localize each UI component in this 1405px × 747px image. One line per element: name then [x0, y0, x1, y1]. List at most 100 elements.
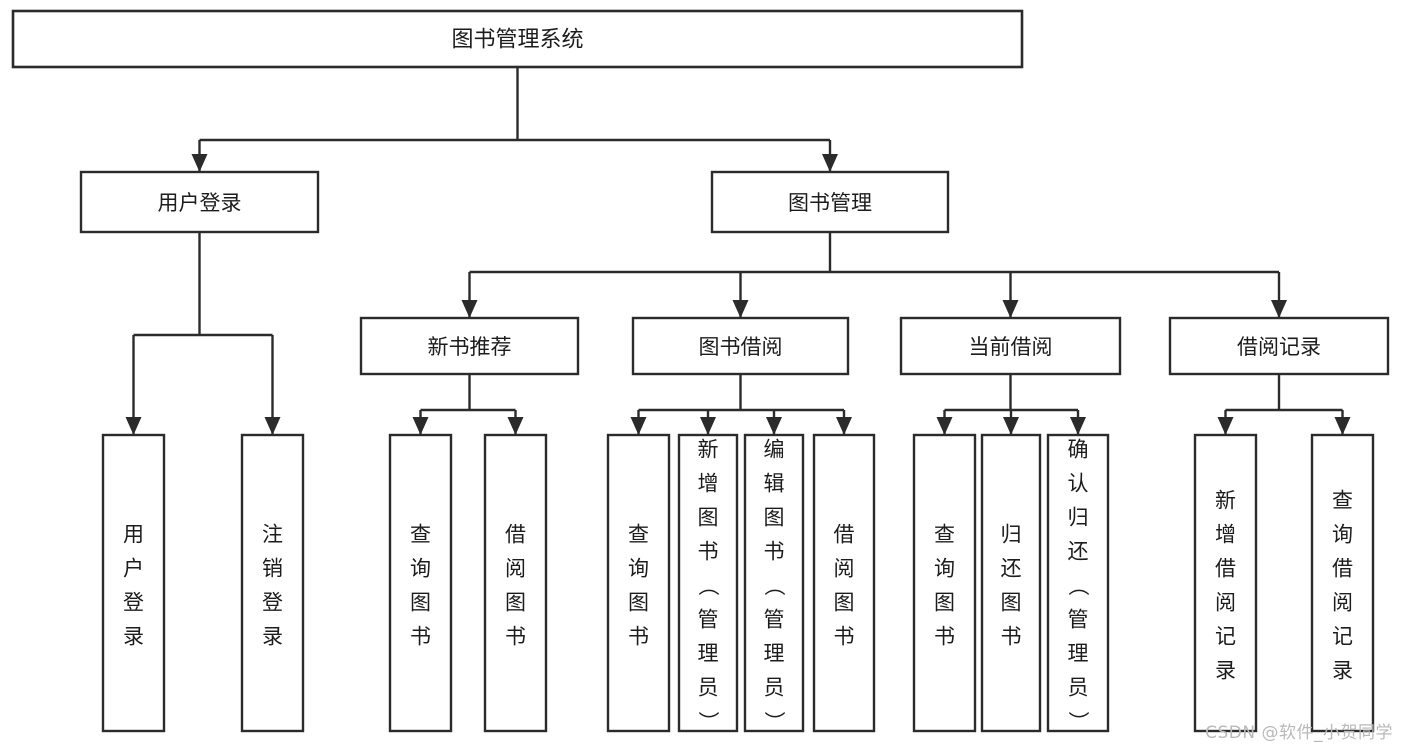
svg-text:理: 理	[764, 642, 785, 666]
svg-text:）: ）	[1066, 711, 1090, 732]
arrow-head-icon	[191, 154, 208, 172]
svg-text:归: 归	[1068, 506, 1089, 530]
node-box-leaf-add-record[interactable]	[1193, 433, 1258, 733]
svg-text:编: 编	[764, 438, 785, 462]
node-box-root[interactable]	[11, 9, 1024, 69]
svg-text:书: 书	[628, 625, 649, 649]
svg-text:录: 录	[1215, 659, 1236, 683]
node-box-leaf-return-book[interactable]	[980, 433, 1042, 733]
node-label-root: 图书管理系统	[451, 28, 583, 53]
arrow-head-icon	[507, 417, 524, 435]
node-box-current-borrow[interactable]	[899, 316, 1122, 376]
svg-text:销: 销	[262, 557, 283, 581]
node-label-current-borrow: 当前借阅	[969, 335, 1053, 359]
svg-text:询: 询	[410, 557, 431, 581]
svg-text:图: 图	[505, 591, 526, 615]
node-box-leaf-query-book-2[interactable]	[606, 433, 671, 733]
svg-text:图: 图	[1001, 591, 1022, 615]
svg-text:记: 记	[1215, 625, 1236, 649]
arrow-head-icon	[836, 417, 852, 435]
svg-text:查: 查	[934, 523, 955, 547]
svg-text:书: 书	[934, 625, 955, 649]
svg-text:录: 录	[123, 625, 144, 649]
svg-text:管: 管	[1068, 608, 1089, 632]
svg-text:管: 管	[698, 608, 719, 632]
svg-text:录: 录	[1332, 659, 1353, 683]
svg-text:查: 查	[628, 523, 649, 547]
svg-text:注: 注	[262, 523, 283, 547]
svg-text:）: ）	[696, 711, 720, 732]
svg-text:查: 查	[410, 523, 431, 547]
svg-text:增: 增	[1215, 523, 1236, 547]
svg-text:图: 图	[834, 591, 855, 615]
svg-text:查: 查	[1332, 489, 1353, 513]
edges-layer	[125, 67, 1351, 435]
arrow-head-icon	[1070, 417, 1086, 435]
arrow-head-icon	[700, 417, 716, 435]
node-box-leaf-logout[interactable]	[240, 433, 305, 733]
arrow-head-icon	[822, 154, 838, 172]
node-box-leaf-borrow-book-1[interactable]	[483, 433, 548, 733]
arrow-head-icon	[630, 417, 647, 435]
svg-text:归: 归	[1001, 523, 1022, 547]
arrow-head-icon	[461, 300, 478, 318]
arrow-head-icon	[936, 417, 953, 435]
svg-text:书: 书	[834, 625, 855, 649]
svg-text:书: 书	[698, 540, 719, 564]
svg-text:员: 员	[764, 676, 785, 700]
svg-text:询: 询	[934, 557, 955, 581]
svg-text:户: 户	[123, 557, 144, 581]
svg-text:阅: 阅	[1215, 591, 1236, 615]
node-label-book-manage: 图书管理	[788, 191, 872, 215]
node-box-leaf-borrow-book-2[interactable]	[812, 433, 876, 733]
watermark-label: CSDN @软件_小贺同学	[1205, 723, 1393, 743]
svg-text:辑: 辑	[764, 472, 785, 496]
svg-text:图: 图	[698, 506, 719, 530]
node-label-book-borrow: 图书借阅	[699, 335, 783, 359]
svg-text:录: 录	[262, 625, 283, 649]
svg-text:管: 管	[764, 608, 785, 632]
arrow-head-icon	[1217, 417, 1234, 435]
svg-text:阅: 阅	[505, 557, 526, 581]
svg-text:新: 新	[698, 438, 719, 462]
svg-text:用: 用	[123, 523, 144, 547]
node-box-leaf-query-book-1[interactable]	[388, 433, 453, 733]
node-box-book-manage[interactable]	[710, 170, 950, 234]
node-label-borrow-record: 借阅记录	[1237, 335, 1321, 359]
svg-text:增: 增	[698, 472, 719, 496]
node-box-leaf-confirm-return[interactable]	[1046, 433, 1110, 733]
node-box-leaf-add-book[interactable]	[677, 433, 739, 733]
svg-text:（: （	[696, 575, 720, 596]
svg-text:询: 询	[1332, 523, 1353, 547]
svg-text:阅: 阅	[1332, 591, 1353, 615]
svg-text:员: 员	[698, 676, 719, 700]
svg-text:图: 图	[410, 591, 431, 615]
svg-text:询: 询	[628, 557, 649, 581]
node-box-leaf-user-login[interactable]	[101, 433, 166, 733]
node-box-leaf-query-book-3[interactable]	[912, 433, 977, 733]
node-box-user-login[interactable]	[79, 170, 320, 234]
svg-text:员: 员	[1068, 676, 1089, 700]
node-box-leaf-edit-book[interactable]	[743, 433, 805, 733]
arrow-head-icon	[264, 417, 281, 435]
arrow-head-icon	[412, 417, 429, 435]
node-label-user-login: 用户登录	[158, 191, 242, 215]
node-box-new-book-recommend[interactable]	[359, 316, 580, 376]
node-box-leaf-query-record[interactable]	[1310, 433, 1375, 733]
arrow-head-icon	[1334, 417, 1351, 435]
svg-text:图: 图	[628, 591, 649, 615]
node-box-borrow-record[interactable]	[1168, 316, 1390, 376]
arrow-head-icon	[732, 300, 749, 318]
svg-text:认: 认	[1068, 472, 1089, 496]
svg-text:书: 书	[1001, 625, 1022, 649]
node-label-new-book-recommend: 新书推荐	[428, 335, 512, 359]
node-box-book-borrow[interactable]	[631, 316, 850, 376]
